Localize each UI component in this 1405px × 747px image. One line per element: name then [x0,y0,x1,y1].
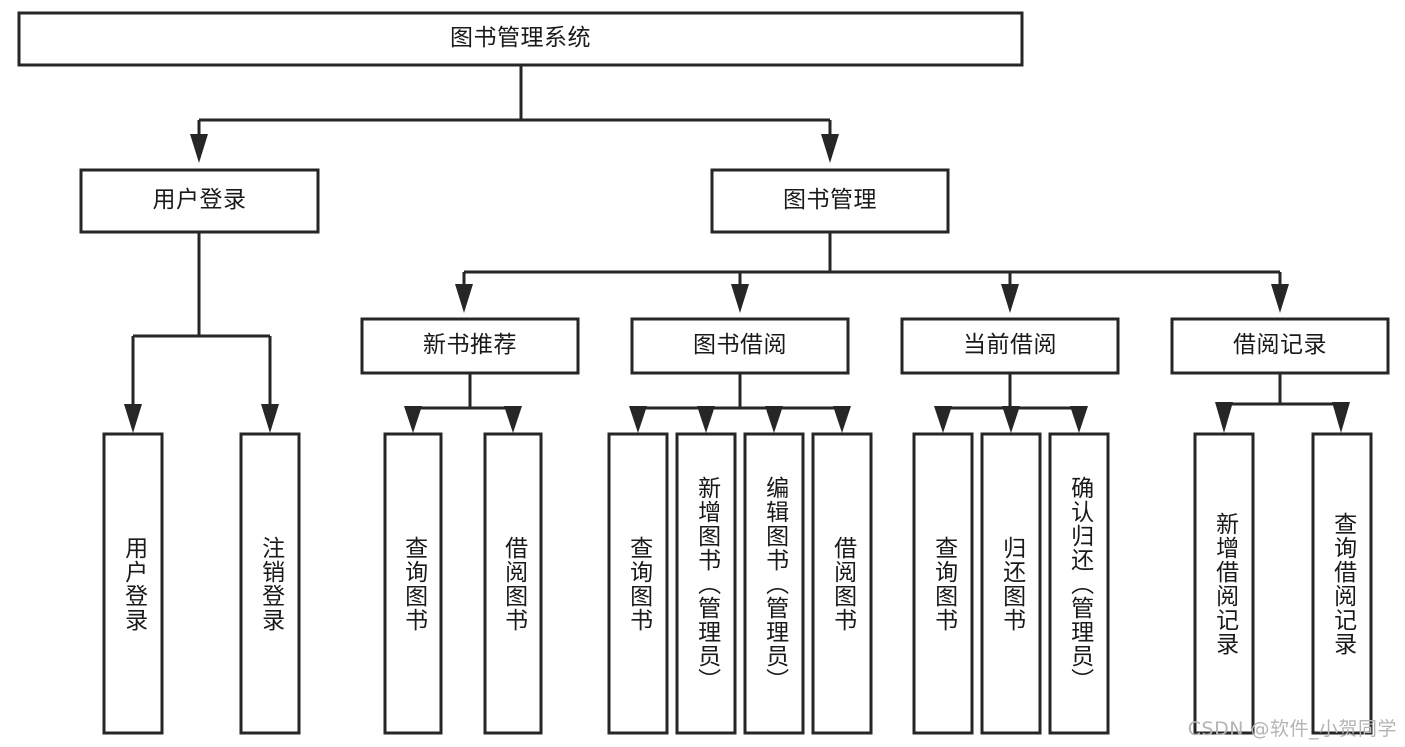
leaf-book-borrow-2-box[interactable] [675,432,737,735]
arrowhead-book-borrow-leaf-4 [833,406,851,433]
node-user-login-box[interactable] [79,168,320,234]
arrowhead-to-new-book [455,284,473,313]
leaf-new-book-1-box[interactable] [383,432,443,735]
node-new-book-box[interactable] [360,317,580,375]
arrowhead-user-login-leaf-1 [124,404,142,433]
arrowhead-book-borrow-leaf-2 [697,406,715,433]
csdn-watermark: CSDN @软件_小贺同学 [1187,718,1397,740]
arrowhead-current-borrow-leaf-1 [934,406,952,433]
arrowhead-book-borrow-leaf-1 [629,406,647,433]
arrowhead-current-borrow-leaf-3 [1070,406,1088,433]
arrowhead-book-borrow-leaf-3 [765,406,783,433]
leaf-user-login-1-box[interactable] [102,432,164,735]
arrowhead-borrow-record-leaf-2 [1332,402,1350,433]
node-book-borrow-box[interactable] [630,317,850,375]
arrowhead-borrow-record-leaf-1 [1215,402,1233,433]
node-root-box[interactable] [17,11,1024,67]
leaf-user-login-2-box[interactable] [239,432,301,735]
node-current-borrow-box[interactable] [900,317,1120,375]
arrowhead-to-borrow-record [1271,284,1289,313]
node-borrow-record-box[interactable] [1170,317,1390,375]
leaf-new-book-2-box[interactable] [483,432,543,735]
arrowhead-to-current-borrow [1001,284,1019,313]
leaf-current-borrow-2-box[interactable] [980,432,1042,735]
arrowhead-to-book-borrow [731,284,749,313]
node-book-manage-box[interactable] [710,168,950,234]
leaf-borrow-record-2-box[interactable] [1311,432,1373,735]
leaf-book-borrow-1-box[interactable] [607,432,669,735]
arrowhead-user-login-leaf-2 [261,404,279,433]
leaf-borrow-record-1-box[interactable] [1193,432,1255,735]
arrowhead-root-to-book-manage [821,134,839,163]
leaf-book-borrow-3-box[interactable] [743,432,805,735]
arrowhead-root-to-user-login [190,134,208,163]
arrowhead-new-book-leaf-2 [504,406,522,433]
arrowhead-new-book-leaf-1 [404,406,422,433]
leaf-book-borrow-4-box[interactable] [811,432,873,735]
leaf-current-borrow-3-box[interactable] [1048,432,1110,735]
arrowhead-current-borrow-leaf-2 [1002,406,1020,433]
leaf-current-borrow-1-box[interactable] [912,432,974,735]
